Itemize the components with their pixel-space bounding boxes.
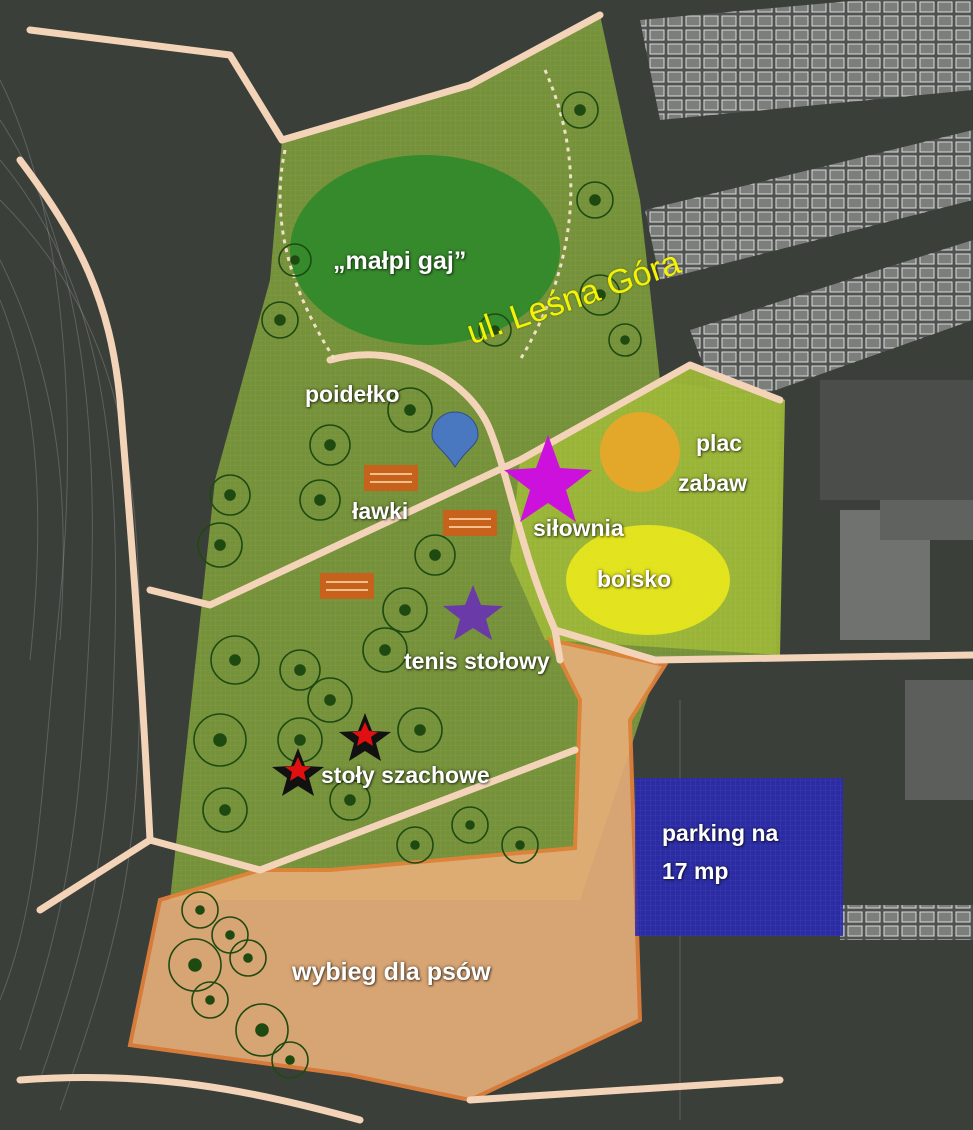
- tree-icon: [235, 1003, 289, 1057]
- courtyard: [820, 380, 973, 500]
- playground-label-line2: zabaw: [678, 470, 748, 496]
- tree-icon: [209, 474, 251, 516]
- tree-icon: [271, 1041, 309, 1079]
- tree-icon: [309, 424, 351, 466]
- outdoor-gym-label: siłownia: [533, 515, 624, 541]
- tree-icon: [193, 713, 247, 767]
- gym-star-icon: [504, 435, 592, 522]
- tree-icon: [576, 181, 614, 219]
- monkey-grove-area: [290, 155, 560, 345]
- chess-star-icon: [272, 748, 324, 796]
- parking-label-line2: 17 mp: [662, 858, 729, 884]
- tree-icon: [608, 323, 642, 357]
- chess-star-icon: [339, 713, 391, 761]
- tree-icon: [191, 981, 229, 1019]
- tree-icon: [181, 891, 219, 929]
- bench-icon: [320, 573, 374, 599]
- pitch-area: [566, 525, 730, 635]
- monkey-grove-label: „małpi gaj”: [333, 247, 467, 275]
- pitch-label: boisko: [597, 566, 672, 592]
- tree-icon: [202, 787, 248, 833]
- water-pin-icon: [431, 411, 479, 468]
- tree-icon: [414, 534, 456, 576]
- tree-icon: [501, 826, 539, 864]
- tree-icon: [397, 707, 443, 753]
- tree-icon: [307, 677, 353, 723]
- bench-icon: [364, 465, 418, 491]
- chess-tables-label: stoły szachowe: [321, 762, 490, 788]
- tree-icon: [229, 939, 267, 977]
- buildings-top-right: [640, 0, 973, 940]
- table-tennis-label: tenis stołowy: [404, 648, 550, 674]
- benches: [320, 465, 497, 599]
- tree-icon: [451, 806, 489, 844]
- tree-icon: [579, 274, 621, 316]
- tree-icon: [261, 301, 299, 339]
- dog-run-area: [127, 637, 669, 1103]
- dog-run-label: wybieg dla psów: [292, 958, 491, 986]
- tree-icon: [329, 779, 371, 821]
- tree-icon: [279, 649, 321, 691]
- tree-icon: [387, 387, 433, 433]
- sandbox-label: poidełko: [305, 381, 400, 407]
- benches-label: ławki: [352, 498, 409, 524]
- paths: [16, 11, 973, 1124]
- tree-icon: [478, 313, 512, 347]
- playground-area: [600, 412, 680, 492]
- tree-icon: [278, 243, 312, 277]
- parking-label-line1: parking na: [662, 820, 779, 846]
- playground-label-line1: plac: [696, 430, 743, 456]
- tree-icon: [210, 635, 260, 685]
- tree-icon: [299, 479, 341, 521]
- tree-icon: [197, 522, 243, 568]
- tree-icon: [396, 826, 434, 864]
- tree-icon: [561, 91, 599, 129]
- bench-icon: [443, 510, 497, 536]
- tree-icon: [362, 627, 408, 673]
- table-tennis-star-icon: [443, 585, 503, 640]
- tree-icon: [382, 587, 428, 633]
